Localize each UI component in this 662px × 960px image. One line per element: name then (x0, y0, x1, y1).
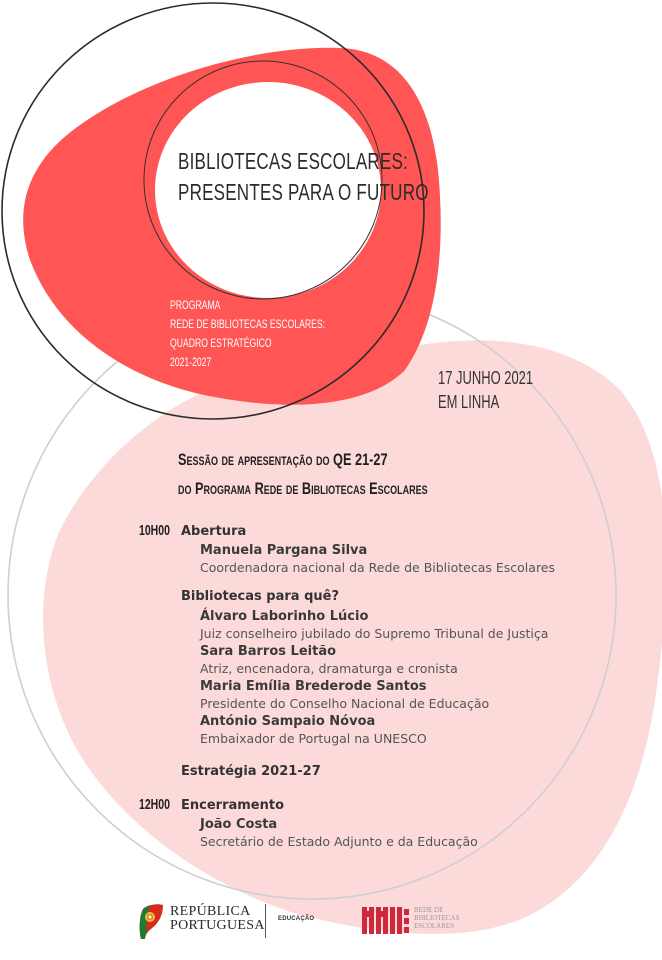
program-line3: QUADRO ESTRATÉGICO (170, 336, 272, 350)
pink-blob (43, 340, 662, 934)
agenda-section-title: Estratégia 2021-27 (181, 764, 321, 779)
agenda-section-title: Encerramento (181, 798, 285, 813)
program-line1: PROGRAMA (170, 298, 221, 312)
ministry-label: EDUCAÇÃO (278, 916, 315, 922)
hero-title-line2: PRESENTES PARA O FUTURO (178, 179, 429, 205)
hero-title-line1: BIBLIOTECAS ESCOLARES: (178, 148, 409, 174)
inner-white-circle (155, 82, 381, 298)
session-heading: Sessão de apresentação do QE 21-27 do Pr… (178, 445, 428, 503)
speaker-role: Secretário de Estado Adjunto e da Educaç… (200, 834, 478, 849)
speaker-name: João Costa (200, 817, 278, 832)
republica-line2: PORTUGUESA (170, 918, 265, 933)
republica-line1: REPÚBLICA (170, 904, 251, 919)
agenda-section-title: Bibliotecas para quê? (181, 589, 339, 604)
event-date: 17 JUNHO 2021 (438, 368, 534, 388)
speaker-role: Coordenadora nacional da Rede de Bibliot… (200, 560, 556, 575)
program-block: PROGRAMA REDE DE BIBLIOTECAS ESCOLARES: … (170, 296, 325, 372)
rbe-line3: ESCOLARES (414, 922, 455, 930)
republica-portuguesa-text: REPÚBLICA PORTUGUESA (170, 905, 265, 933)
agenda-time: 10H00 (139, 522, 170, 539)
speaker-name: António Sampaio Nóvoa (200, 714, 376, 729)
hero-title: BIBLIOTECAS ESCOLARES: PRESENTES PARA O … (178, 146, 429, 208)
rbe-logo-text: REDE DE BIBLIOTECAS ESCOLARES (414, 906, 460, 930)
rbe-logo-icon (362, 907, 409, 934)
event-date-block: 17 JUNHO 2021 EM LINHA (438, 366, 533, 414)
speaker-name: Álvaro Laborinho Lúcio (200, 609, 369, 624)
speaker-role: Presidente do Conselho Nacional de Educa… (200, 696, 490, 711)
portugal-flag-emblem-icon (139, 904, 163, 939)
program-line4: 2021-2027 (170, 355, 212, 369)
speaker-name: Manuela Pargana Silva (200, 543, 368, 558)
outer-circle-outline (1, 2, 425, 420)
speaker-name: Maria Emília Brederode Santos (200, 679, 427, 694)
speaker-name: Sara Barros Leitão (200, 644, 337, 659)
session-line1: Sessão de apresentação do QE 21-27 (178, 450, 388, 469)
agenda-time: 12H00 (139, 796, 170, 813)
speaker-role: Embaixador de Portugal na UNESCO (200, 731, 427, 746)
event-mode: EM LINHA (438, 392, 500, 412)
session-line2: do Programa Rede de Bibliotecas Escolare… (178, 479, 428, 498)
rbe-line2: BIBLIOTECAS (414, 914, 460, 922)
footer-divider (265, 904, 266, 938)
inner-circle-outline (143, 60, 383, 300)
rbe-line1: REDE DE (414, 906, 444, 914)
program-line2: REDE DE BIBLIOTECAS ESCOLARES: (170, 317, 326, 331)
speaker-role: Atriz, encenadora, dramaturga e cronista (200, 661, 458, 676)
speaker-role: Juiz conselheiro jubilado do Supremo Tri… (200, 626, 549, 641)
agenda-section-title: Abertura (181, 524, 247, 539)
